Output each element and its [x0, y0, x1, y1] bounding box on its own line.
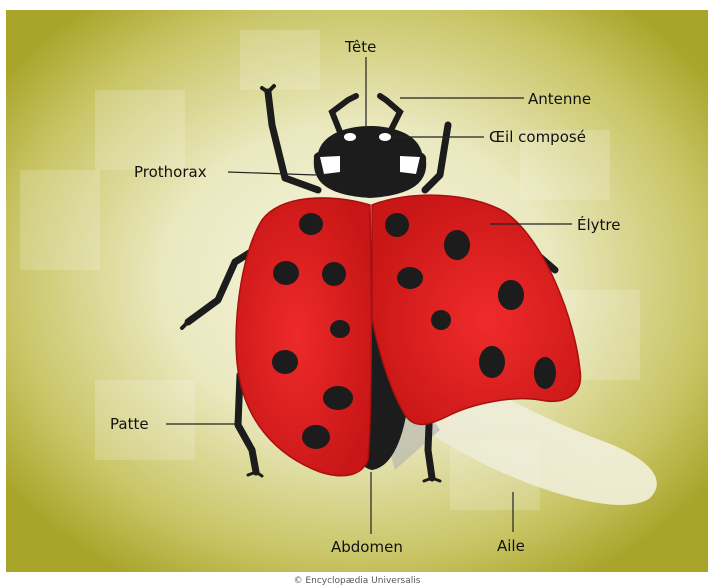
label-abdomen: Abdomen	[331, 538, 403, 556]
label-wing: Aile	[497, 537, 525, 555]
label-elytron: Élytre	[577, 216, 620, 234]
label-leg: Patte	[110, 415, 149, 433]
copyright-credit: © Encyclopædia Universalis	[0, 575, 714, 587]
head-mark-right	[379, 133, 391, 141]
label-prothorax: Prothorax	[134, 163, 207, 181]
label-antenna: Antenne	[528, 90, 591, 108]
label-compound-eye: Œil composé	[489, 128, 586, 146]
head-mark-left	[344, 133, 356, 141]
label-head: Tête	[345, 38, 376, 56]
